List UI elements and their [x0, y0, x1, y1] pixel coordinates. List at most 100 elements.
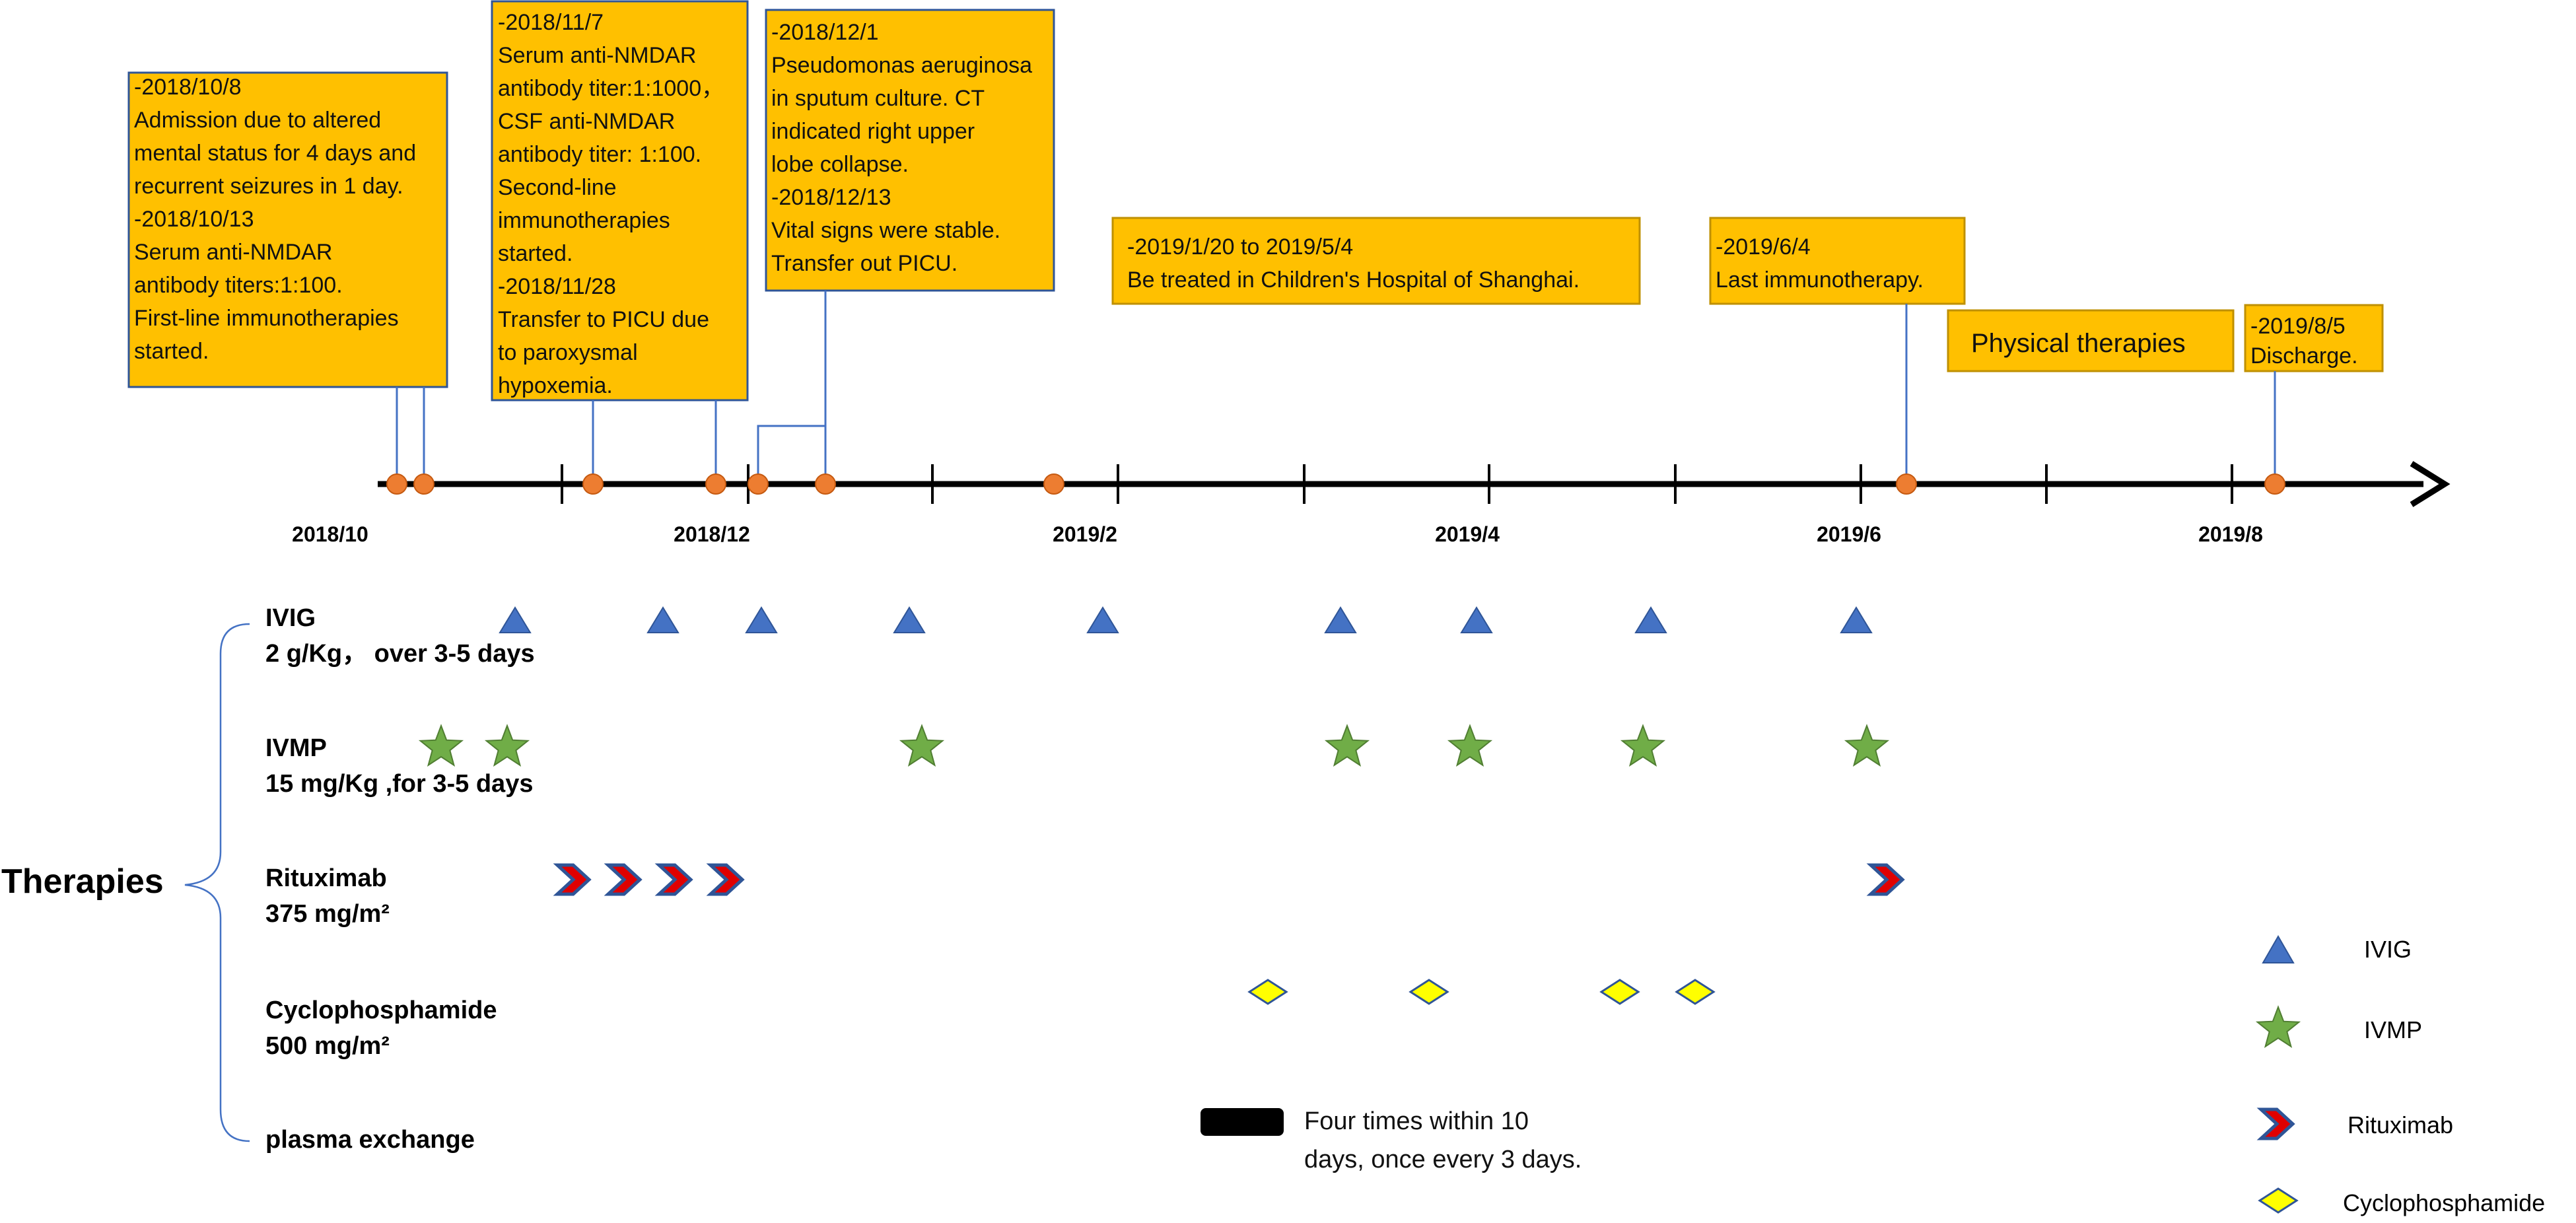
event-box-last-immunotherapy: -2019/6/4 Last immunotherapy. [1709, 217, 1966, 305]
event-dot [1043, 473, 1064, 495]
chevron-shape [654, 863, 693, 896]
note-text: Four times within 10 days, once every 3 … [1304, 1107, 1582, 1173]
event-box-picu: -2018/12/1 Pseudomonas aeruginosa in spu… [765, 9, 1055, 292]
legend-chevron-icon [2256, 1107, 2295, 1140]
event-box-shanghai: -2019/1/20 to 2019/5/4 Be treated in Chi… [1111, 217, 1641, 305]
event-dot [582, 473, 604, 495]
ivmp-star-icon [899, 724, 945, 767]
month-label: 2019/4 [1435, 522, 1500, 546]
ivig-triangle-icon [646, 606, 679, 633]
event-box-bg [1947, 309, 2235, 372]
star-shape [899, 724, 945, 767]
ivig-triangle-icon [1324, 606, 1357, 633]
black-bar-icon [1201, 1108, 1284, 1136]
legend-label: IVMP [2364, 1016, 2422, 1043]
legend-triangle-icon [2262, 934, 2295, 963]
therapy-dose-rituximab: 375 mg/m² [265, 900, 390, 928]
month-label: 2019/2 [1053, 522, 1117, 546]
cyclophosphamide-diamond-icon [1247, 979, 1288, 1005]
chevron-shape [2256, 1107, 2295, 1140]
connector-line [757, 425, 827, 483]
cyclophosphamide-diamond-icon [1409, 979, 1449, 1005]
star-shape [1447, 724, 1493, 767]
ivig-triangle-icon [1086, 606, 1119, 633]
legend-diamond-icon [2258, 1187, 2299, 1214]
chevron-shape [604, 863, 643, 896]
event-dot [413, 473, 435, 495]
event-dot [2264, 473, 2285, 495]
event-text: -2018/12/1 Pseudomonas aeruginosa in spu… [771, 20, 1039, 276]
month-label: 2019/8 [2198, 522, 2263, 546]
event-dot [705, 473, 726, 495]
rituximab-chevron-icon [706, 863, 745, 896]
month-labels: 2018/10 2018/12 2019/2 2019/4 2019/6 201… [292, 522, 2263, 546]
therapy-dose-ivig: 2 g/Kg， over 3-5 days [265, 640, 535, 668]
cyclophosphamide-markers [1247, 979, 1716, 1005]
timeline-arrow-icon [2410, 461, 2451, 507]
event-box-bg [491, 0, 749, 402]
event-text: -2018/10/8 Admission due to altered ment… [134, 75, 423, 364]
therapy-name-ivmp: IVMP [265, 734, 327, 762]
event-dot [815, 473, 836, 495]
star-shape [1324, 724, 1370, 767]
ivmp-star-icon [1620, 724, 1666, 767]
ivig-triangle-icon [1840, 606, 1873, 633]
ivig-markers [499, 606, 1873, 633]
event-box-physical-therapies: Physical therapies [1947, 309, 2235, 372]
event-box-admission: -2018/10/8 Admission due to altered ment… [127, 71, 448, 388]
therapy-dose-cyclophosphamide: 500 mg/m² [265, 1032, 390, 1060]
chevron-shape [553, 863, 592, 896]
ivmp-markers [418, 724, 1890, 767]
star-shape [1620, 724, 1666, 767]
month-label: 2018/10 [292, 522, 368, 546]
ivig-triangle-icon [499, 606, 532, 633]
legend-label: Rituximab [2348, 1111, 2453, 1138]
chevron-shape [706, 863, 745, 896]
star-shape [2255, 1005, 2301, 1048]
therapies-label: Therapies [1, 862, 164, 901]
ivig-triangle-icon [893, 606, 926, 633]
therapy-name-plasma-exchange: plasma exchange [265, 1126, 475, 1154]
event-text: -2018/11/7 Serum anti-NMDAR antibody tit… [498, 10, 730, 398]
ivmp-star-icon [418, 724, 464, 767]
therapy-name-cyclophosphamide: Cyclophosphamide [265, 996, 497, 1024]
rituximab-chevron-icon [1866, 863, 1905, 896]
rituximab-chevron-icon [553, 863, 592, 896]
legend-label: Cyclophosphamide [2343, 1189, 2545, 1216]
chevron-shape [1866, 863, 1905, 896]
ivmp-star-icon [484, 724, 530, 767]
ivmp-star-icon [1844, 724, 1890, 767]
cyclophosphamide-diamond-icon [1675, 979, 1716, 1005]
event-box-bg [1709, 217, 1966, 305]
therapy-name-ivig: IVIG [265, 604, 316, 632]
ivig-triangle-icon [745, 606, 778, 633]
month-label: 2019/6 [1817, 522, 1881, 546]
event-dot [748, 473, 769, 495]
event-dot [1896, 473, 1917, 495]
event-box-second-line: -2018/11/7 Serum anti-NMDAR antibody tit… [491, 0, 749, 402]
legend-star-icon [2255, 1005, 2301, 1048]
connectors [396, 291, 2276, 483]
event-text: -2019/8/5 Discharge. [2250, 314, 2358, 368]
event-box-bg [1111, 217, 1641, 305]
event-box-bg [2244, 304, 2384, 372]
legend: IVIG IVMP Rituximab Cyclophosphamide [2255, 934, 2545, 1216]
event-text: -2019/1/20 to 2019/5/4 Be treated in Chi… [1127, 234, 1580, 293]
rituximab-chevron-icon [604, 863, 643, 896]
timeline-events [386, 473, 2285, 495]
therapy-dose-ivmp: 15 mg/Kg ,for 3-5 days [265, 770, 533, 798]
event-text: -2019/6/4 Last immunotherapy. [1716, 234, 1924, 293]
timeline-axis: 2018/10 2018/12 2019/2 2019/4 2019/6 201… [292, 461, 2451, 546]
cyclophosphamide-diamond-icon [1599, 979, 1640, 1005]
event-dot [386, 473, 407, 495]
rituximab-chevron-icon [654, 863, 693, 896]
rituximab-markers [553, 863, 1905, 896]
plasma-exchange-note: Four times within 10 days, once every 3 … [1201, 1107, 1582, 1173]
star-shape [418, 724, 464, 767]
event-box-bg [765, 9, 1055, 292]
ivmp-star-icon [1324, 724, 1370, 767]
ivmp-star-icon [1447, 724, 1493, 767]
therapies-brace [184, 623, 250, 1142]
legend-label: IVIG [2364, 936, 2412, 963]
